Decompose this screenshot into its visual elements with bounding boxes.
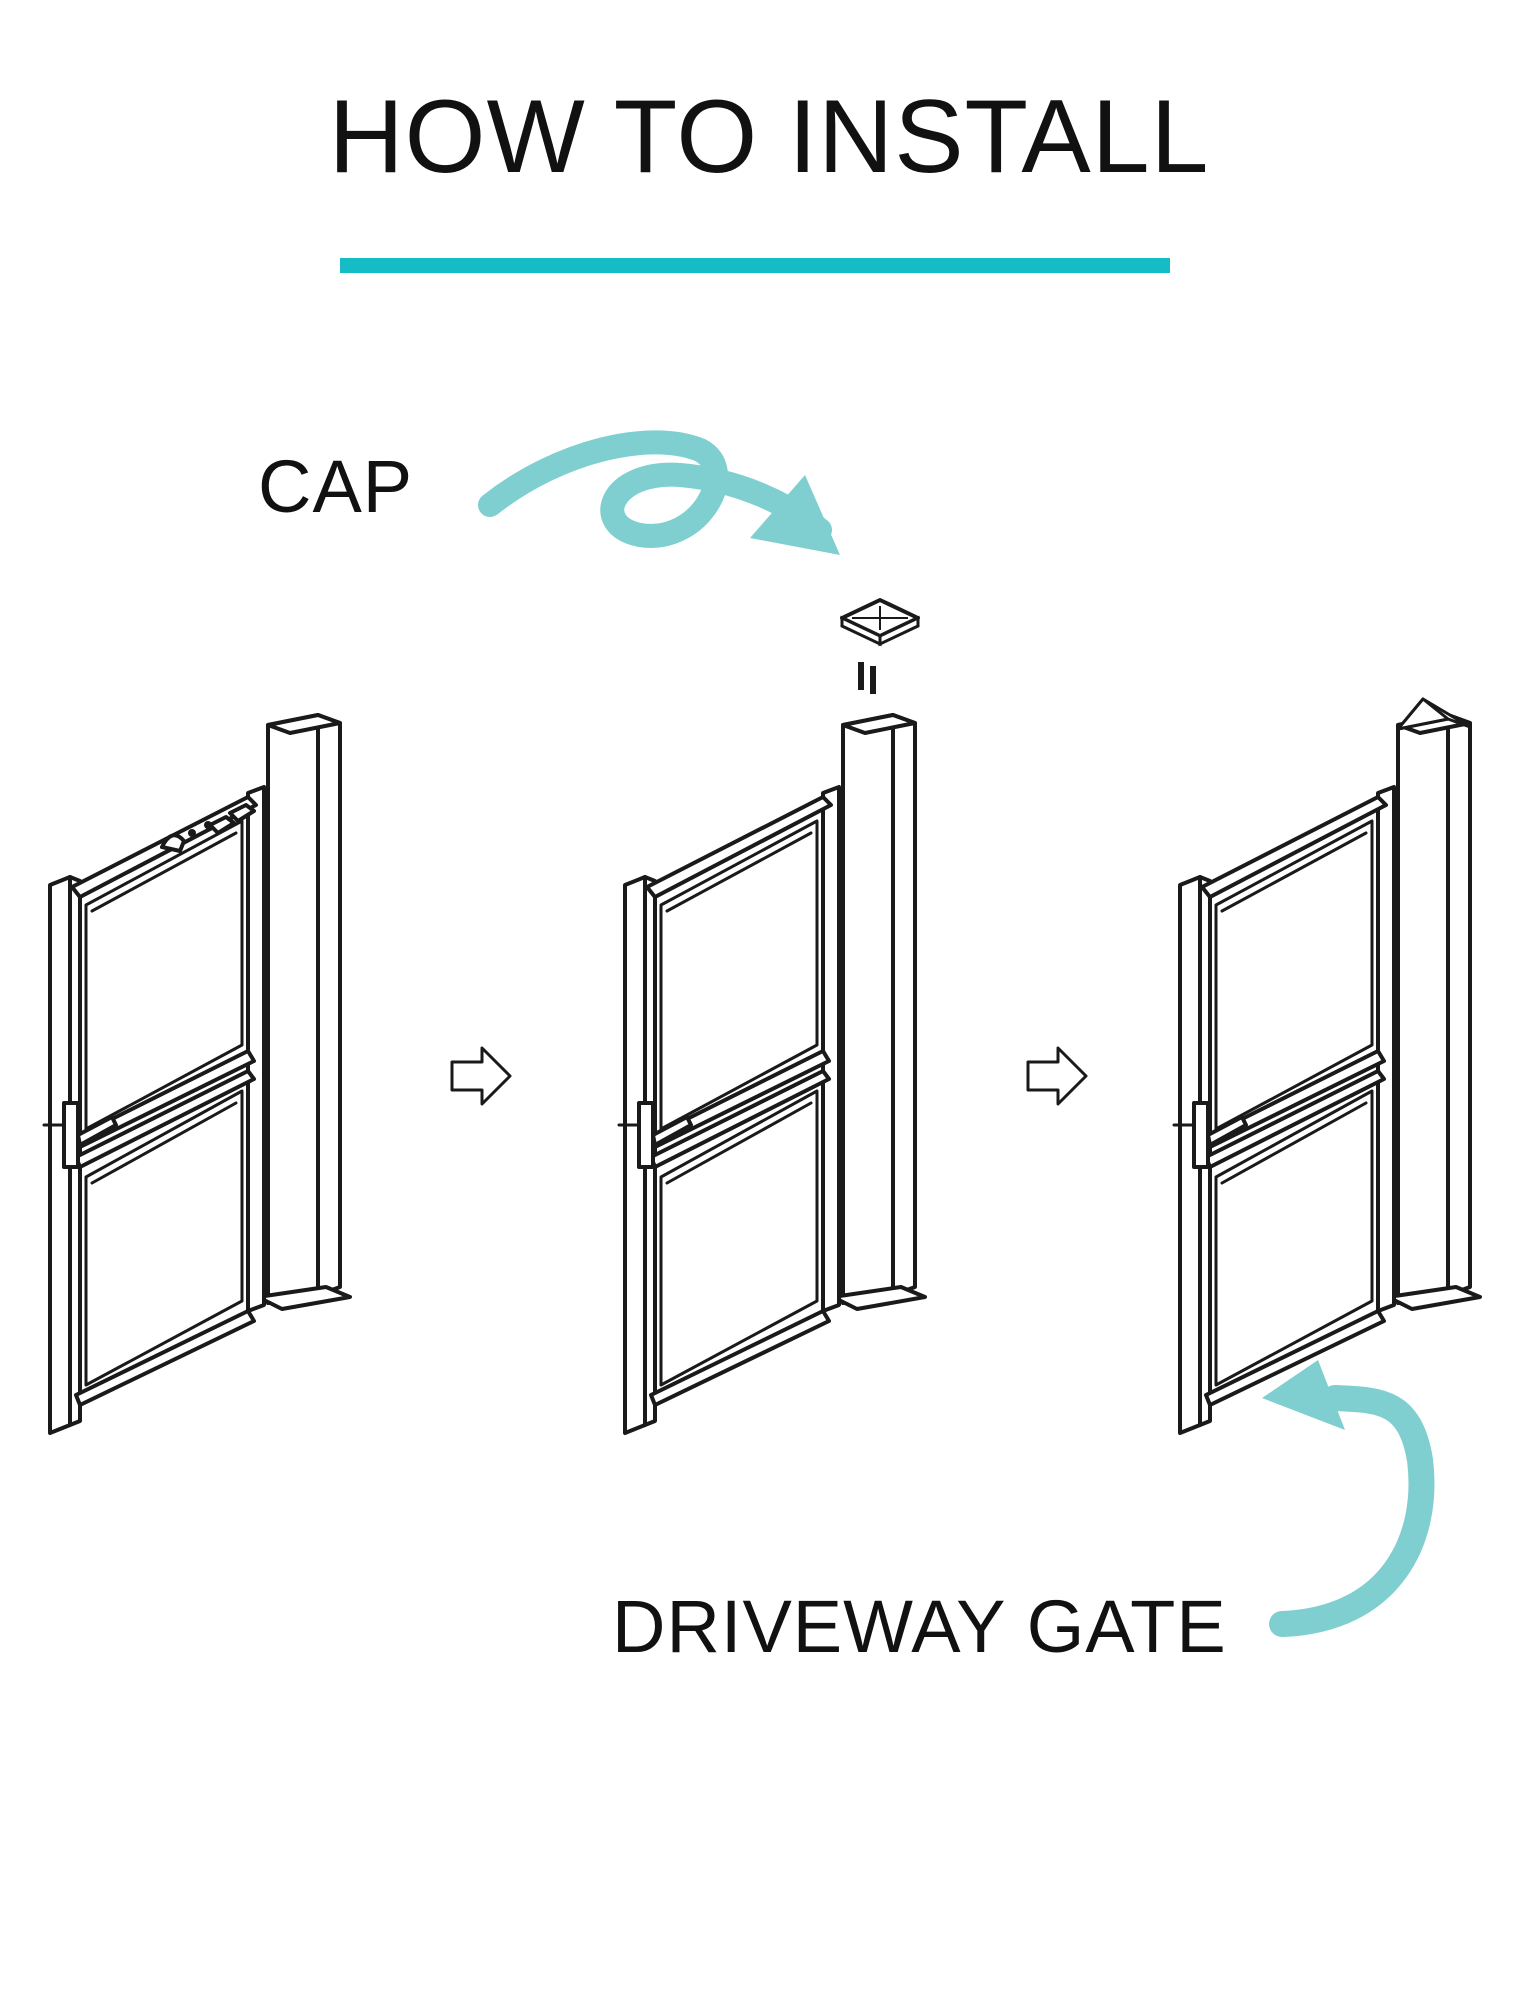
curved-arrow-icon — [478, 430, 840, 555]
cap-label: CAP — [258, 445, 414, 528]
screw-icon — [870, 666, 876, 694]
driveway-gate-label: DRIVEWAY GATE — [612, 1585, 1227, 1668]
step-1-gate-assembly — [42, 713, 352, 1435]
page-title: HOW TO INSTALL — [328, 79, 1210, 195]
hinge-hardware-icon — [208, 815, 236, 835]
screw-icon — [858, 662, 864, 690]
curved-arrow-icon — [1262, 1360, 1435, 1637]
exploded-cap-icon — [840, 598, 920, 694]
step-3-gate-assembly — [1172, 697, 1482, 1435]
step-arrow-icon — [450, 1046, 512, 1106]
title-underline — [340, 258, 1170, 273]
step-arrow-icon — [1026, 1046, 1088, 1106]
step-2-gate-assembly — [617, 713, 927, 1435]
